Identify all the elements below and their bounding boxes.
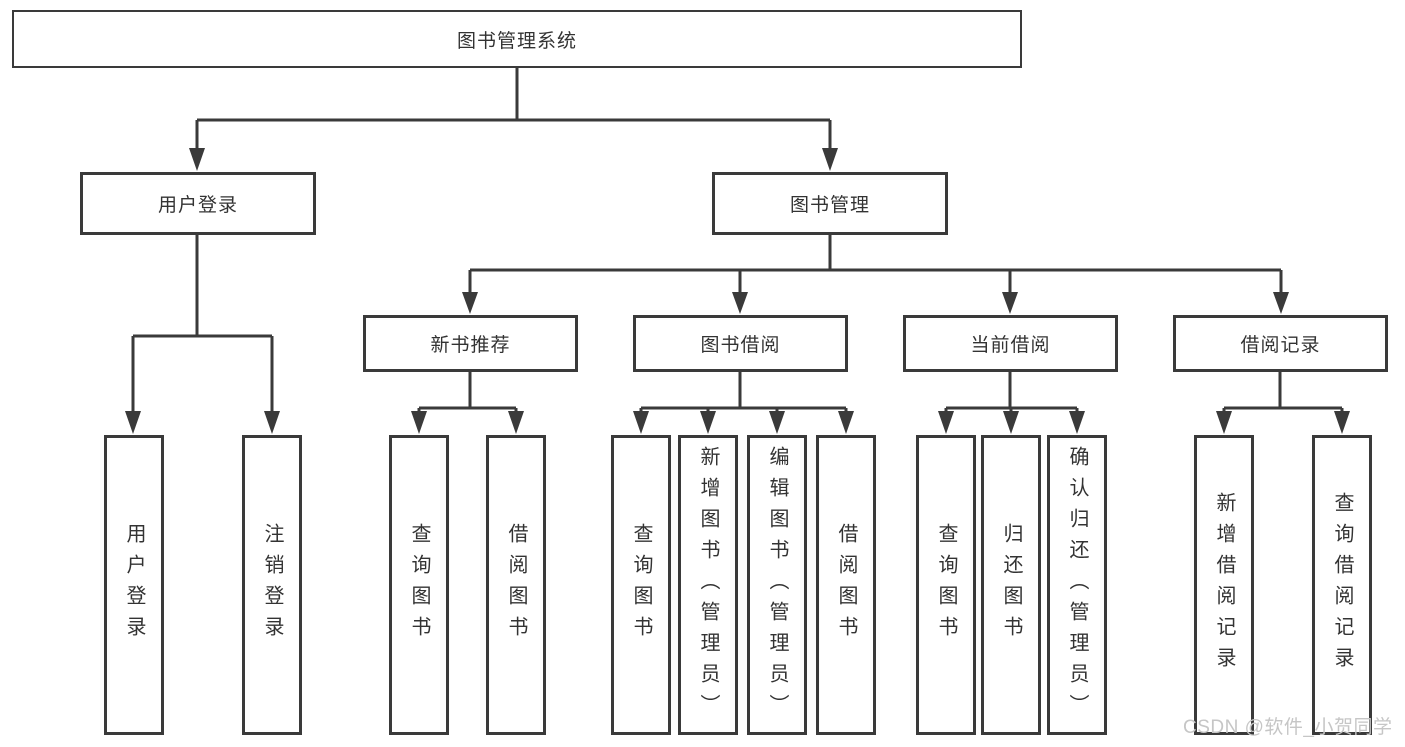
node-label: 查询图书 bbox=[935, 523, 957, 647]
node-label: 编辑图书（管理员） bbox=[766, 445, 788, 725]
node-new-book-recommendation: 新书推荐 bbox=[363, 315, 578, 372]
node-label: 查询借阅记录 bbox=[1331, 492, 1353, 678]
node-return-books: 归还图书 bbox=[981, 435, 1041, 735]
connector-new-book-recommendation bbox=[417, 372, 518, 414]
node-label: 查询图书 bbox=[408, 523, 430, 647]
node-label: 图书借阅 bbox=[700, 335, 781, 356]
arrowheads-borrowing-records bbox=[1216, 411, 1350, 434]
node-book-management: 图书管理 bbox=[712, 172, 948, 235]
arrowheads-root bbox=[189, 148, 838, 171]
arrowheads-new-book-recommendation bbox=[411, 411, 524, 434]
node-book-borrowing: 图书借阅 bbox=[633, 315, 848, 372]
node-label: 确认归还（管理员） bbox=[1066, 445, 1088, 725]
arrowheads-current-borrowing bbox=[938, 411, 1085, 434]
connector-borrowing-records bbox=[1222, 372, 1344, 414]
node-query-books-recommend: 查询图书 bbox=[389, 435, 449, 735]
node-label: 新增借阅记录 bbox=[1213, 492, 1235, 678]
node-query-borrow-record: 查询借阅记录 bbox=[1312, 435, 1372, 735]
node-confirm-return-admin: 确认归还（管理员） bbox=[1047, 435, 1107, 735]
node-label: 新书推荐 bbox=[430, 335, 511, 356]
node-add-book-admin: 新增图书（管理员） bbox=[678, 435, 738, 735]
node-label: 新增图书（管理员） bbox=[697, 445, 719, 725]
node-label: 用户登录 bbox=[157, 195, 238, 216]
node-label: 归还图书 bbox=[1000, 523, 1022, 647]
connector-user-login bbox=[131, 235, 274, 414]
node-library-management-system: 图书管理系统 bbox=[12, 10, 1022, 68]
connector-book-management bbox=[468, 235, 1283, 294]
connector-book-borrowing bbox=[639, 372, 848, 414]
node-label: 注销登录 bbox=[261, 523, 283, 647]
connector-root bbox=[195, 68, 832, 150]
node-label: 图书管理系统 bbox=[456, 30, 577, 52]
arrowheads-book-management bbox=[462, 292, 1289, 314]
csdn-watermark: CSDN @软件_小贺同学 bbox=[1183, 717, 1393, 738]
node-label: 图书管理 bbox=[789, 195, 870, 216]
node-query-books-current: 查询图书 bbox=[916, 435, 976, 735]
node-add-borrow-record: 新增借阅记录 bbox=[1194, 435, 1254, 735]
node-label: 查询图书 bbox=[630, 523, 652, 647]
node-label: 借阅记录 bbox=[1240, 335, 1321, 356]
arrowheads-user-login bbox=[125, 411, 280, 434]
node-label: 当前借阅 bbox=[970, 335, 1051, 356]
node-label: 借阅图书 bbox=[505, 523, 527, 647]
node-borrow-books-recommend: 借阅图书 bbox=[486, 435, 546, 735]
node-label: 借阅图书 bbox=[835, 523, 857, 647]
node-current-borrowing: 当前借阅 bbox=[903, 315, 1118, 372]
node-borrowing-records: 借阅记录 bbox=[1173, 315, 1388, 372]
node-logout: 注销登录 bbox=[242, 435, 302, 735]
arrowheads-book-borrowing bbox=[633, 411, 854, 434]
node-query-books-borrowing: 查询图书 bbox=[611, 435, 671, 735]
node-edit-book-admin: 编辑图书（管理员） bbox=[747, 435, 807, 735]
node-user-login: 用户登录 bbox=[80, 172, 316, 235]
connector-current-borrowing bbox=[944, 372, 1079, 414]
node-login: 用户登录 bbox=[104, 435, 164, 735]
node-label: 用户登录 bbox=[123, 523, 145, 647]
node-borrow-books-borrowing: 借阅图书 bbox=[816, 435, 876, 735]
